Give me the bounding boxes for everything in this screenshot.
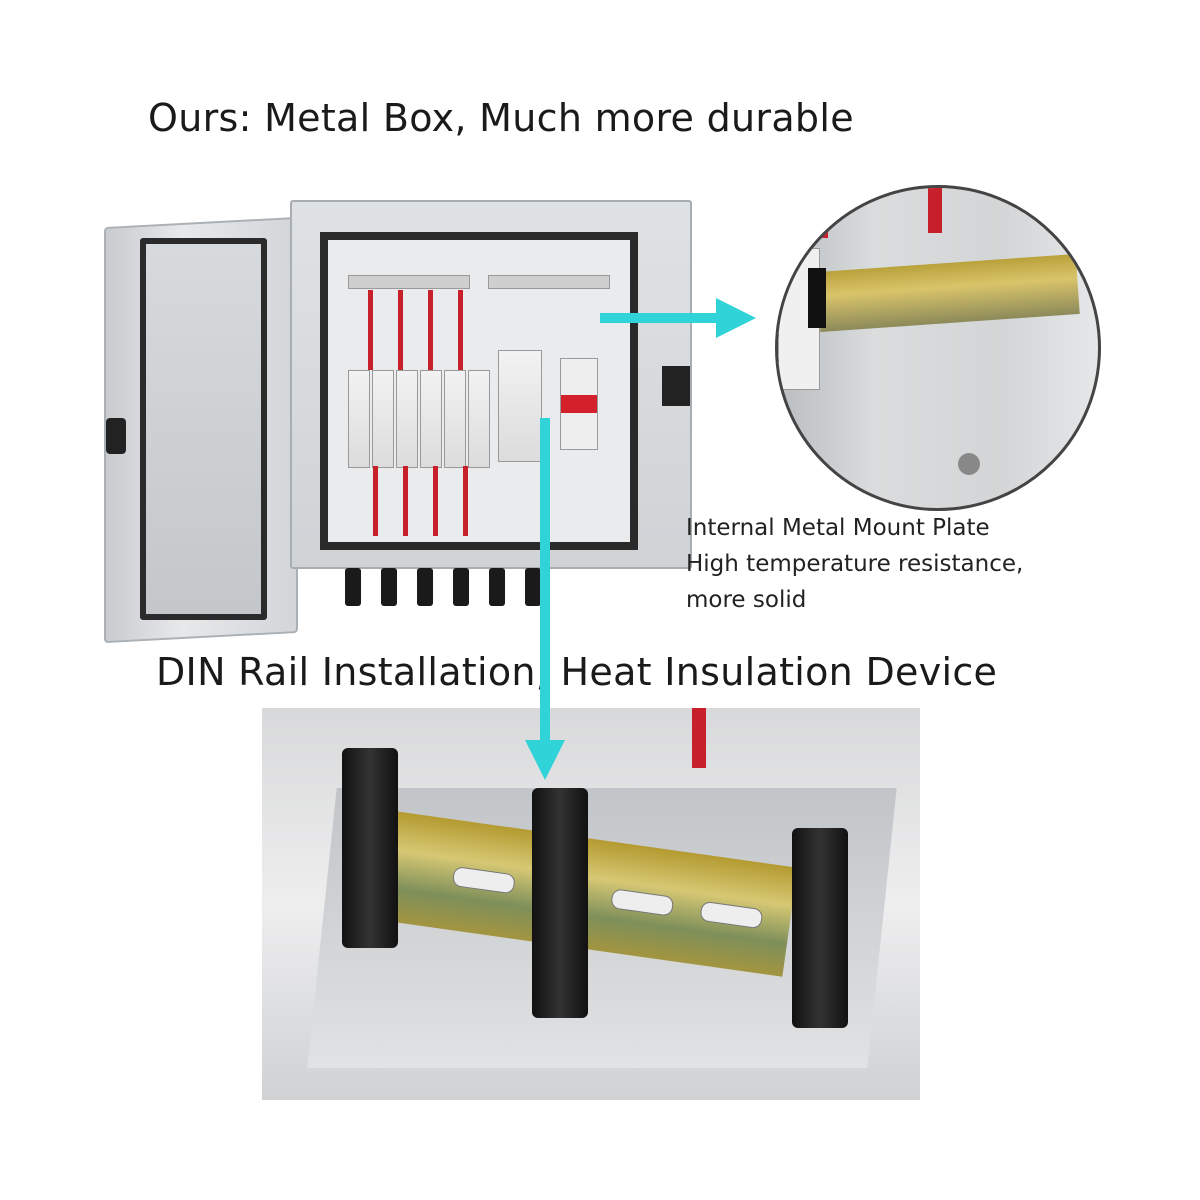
insulation-block	[532, 788, 588, 1018]
headline-din-rail: DIN Rail Installation, Heat Insulation D…	[156, 650, 998, 694]
note-line-2: High temperature resistance,	[686, 551, 1024, 577]
cable-gland	[453, 568, 469, 606]
wire	[403, 466, 408, 536]
busbar	[348, 275, 470, 289]
wire	[428, 290, 433, 370]
fuse-holder	[468, 370, 490, 468]
cable-gland	[489, 568, 505, 606]
arrow-right-head	[716, 298, 756, 338]
note-line-1: Internal Metal Mount Plate	[686, 515, 990, 541]
headline-metal-box: Ours: Metal Box, Much more durable	[148, 96, 854, 140]
cable-gland	[381, 568, 397, 606]
mount-plate-detail-inset	[775, 185, 1101, 511]
cable-gland	[345, 568, 361, 606]
cable-gland	[417, 568, 433, 606]
wire	[818, 188, 828, 238]
wire	[398, 290, 403, 370]
arrow-down	[540, 418, 550, 748]
din-rail-photo	[262, 708, 920, 1100]
door-gasket	[140, 238, 267, 620]
wire	[928, 188, 942, 233]
fuse-holder	[348, 370, 370, 468]
wire	[433, 466, 438, 536]
end-stop	[808, 268, 826, 328]
fuse-holder	[396, 370, 418, 468]
screw	[958, 453, 980, 475]
surge-protector	[498, 350, 542, 462]
note-line-3: more solid	[686, 587, 807, 613]
fuse-holder	[372, 370, 394, 468]
din-rail	[816, 254, 1080, 332]
mount-plate-note: Internal Metal Mount Plate High temperat…	[686, 510, 1023, 618]
arrow-down-head	[525, 740, 565, 780]
enclosure-latch	[662, 366, 690, 406]
fuse-holder	[420, 370, 442, 468]
wire	[368, 290, 373, 370]
busbar	[488, 275, 610, 289]
mount-plate	[320, 232, 638, 550]
wire	[373, 466, 378, 536]
arrow-right	[600, 313, 720, 323]
cable-gland	[525, 568, 541, 606]
wire	[463, 466, 468, 536]
wire	[692, 708, 706, 768]
insulation-block	[792, 828, 848, 1028]
rail-slot	[699, 900, 764, 930]
wire	[458, 290, 463, 370]
rail-slot	[451, 865, 516, 895]
rail-slot	[610, 888, 675, 917]
door-handle	[106, 418, 126, 454]
insulation-block	[342, 748, 398, 948]
circuit-breaker	[560, 358, 598, 450]
fuse-holder	[444, 370, 466, 468]
